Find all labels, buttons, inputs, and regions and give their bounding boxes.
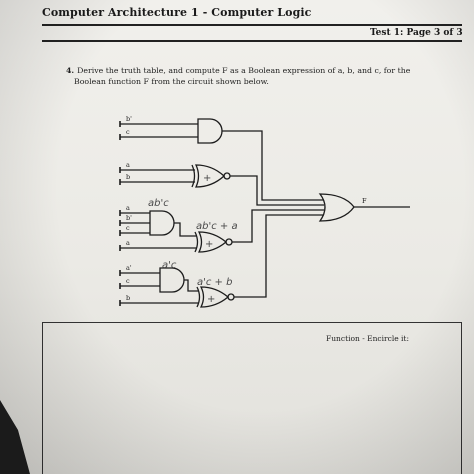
answer-box-label: Function - Encircle it: <box>326 334 409 343</box>
xnor-gate-4 <box>194 231 233 253</box>
handwritten-abc: ab'c <box>148 198 169 209</box>
handwritten-ac-plus-b: a'c + b <box>197 277 232 288</box>
wire-g1-out <box>222 130 324 201</box>
input-label-g6-bot: b <box>126 294 130 302</box>
and-gate-3 <box>149 210 175 236</box>
course-title: Computer Architecture 1 - Computer Logic <box>42 6 312 19</box>
input-label-g1-bot: c <box>126 128 130 136</box>
wire-g3-out <box>174 222 197 237</box>
page-label: Test 1: Page 3 of 3 <box>370 28 463 38</box>
handwritten-plus-g4: + <box>205 239 213 250</box>
input-label-g3-top: a <box>126 204 130 212</box>
question-text-line1: Derive the truth table, and compute F as… <box>77 66 411 75</box>
wire-g6-out <box>234 214 324 298</box>
input-label-g3-mid: b' <box>126 214 132 222</box>
input-label-g5-bot: c <box>126 277 130 285</box>
question-text-line2: Boolean function F from the circuit show… <box>74 77 269 86</box>
input-label-g1-top: b' <box>126 115 132 123</box>
header-rule-bottom <box>42 40 462 42</box>
wire-g2-out <box>230 175 324 206</box>
output-label-f: F <box>362 197 367 205</box>
wire-g5-out <box>184 279 199 292</box>
handwritten-plus-g6: + <box>207 294 215 305</box>
input-label-g3-bot: c <box>126 224 130 232</box>
input-label-g4-top: a <box>126 239 130 247</box>
handwritten-ac: a'c <box>162 260 177 271</box>
input-label-g2-top: a <box>126 161 130 169</box>
or-gate-output <box>318 193 355 222</box>
header-rule-top <box>42 24 462 26</box>
input-label-g5-top: a' <box>126 264 132 272</box>
wire-g4-out <box>232 209 324 243</box>
handwritten-abc-plus-a: ab'c + a <box>196 221 238 232</box>
xnor-gate-6 <box>196 286 235 308</box>
and-gate-1 <box>197 118 223 144</box>
input-label-g2-bot: b <box>126 173 130 181</box>
question-number: 4. <box>66 66 75 75</box>
question-4: 4.Derive the truth table, and compute F … <box>66 65 456 87</box>
handwritten-plus-g2: + <box>203 173 211 184</box>
and-gate-5 <box>159 267 185 293</box>
answer-box <box>42 322 462 474</box>
